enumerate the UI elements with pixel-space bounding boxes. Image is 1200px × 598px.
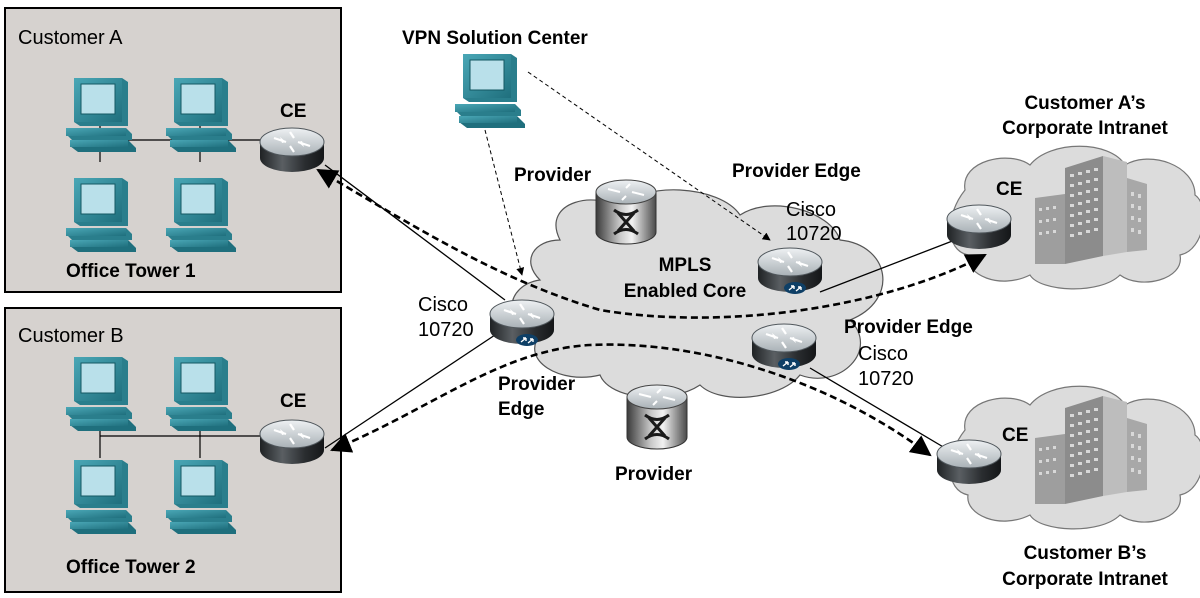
- pc-icon: [165, 356, 237, 432]
- pe-bottom-model-line2: 10720: [858, 368, 914, 390]
- customer-a-site-label: Office Tower 1: [66, 261, 196, 282]
- customer-a-ce-router-icon: [258, 126, 326, 174]
- customer-a-title: Customer A: [18, 27, 123, 49]
- intranet-b-title-line1: Customer B’s: [1023, 543, 1147, 564]
- pc-icon: [65, 459, 137, 535]
- intranet-a-ce-label: CE: [996, 179, 1023, 200]
- vpn-paths: [316, 168, 987, 457]
- pe-top-model-line2: 10720: [786, 223, 842, 245]
- pe-left-router-icon: [488, 298, 556, 347]
- customer-b-ce-label: CE: [280, 391, 307, 412]
- vpn-solution-center-label: VPN Solution Center: [402, 28, 588, 49]
- provider-bottom-label: Provider: [615, 464, 693, 485]
- provider-switch-icon: [594, 178, 658, 246]
- pc-icon: [65, 77, 137, 153]
- intranet-a-ce-router-icon: [945, 203, 1013, 251]
- intranet-a-title-line1: Customer A’s: [1024, 93, 1146, 114]
- pc-icon: [165, 77, 237, 153]
- intranet-b-ce-router-icon: [935, 438, 1003, 486]
- mpls-core-line2: Enabled Core: [623, 281, 747, 302]
- intranet-b-ce-label: CE: [1002, 425, 1029, 446]
- pe-left-label-line2: Edge: [498, 399, 545, 420]
- pc-icon: [65, 177, 137, 253]
- pc-icon: [165, 177, 237, 253]
- intranet-a-title-line2: Corporate Intranet: [1002, 118, 1168, 139]
- customer-a-ce-label: CE: [280, 101, 307, 122]
- mpls-core-line1: MPLS: [658, 255, 712, 276]
- pe-bottom-router-icon: [750, 322, 818, 371]
- pe-top-router-icon: [756, 246, 824, 295]
- pe-bottom-title: Provider Edge: [844, 317, 973, 338]
- customer-b-site-label: Office Tower 2: [66, 557, 196, 578]
- intranet-b-title-line2: Corporate Intranet: [1002, 569, 1168, 590]
- pe-bottom-model-line1: Cisco: [858, 343, 909, 365]
- provider-switch-icon: [625, 383, 689, 451]
- customer-b-ce-router-icon: [258, 418, 326, 466]
- pe-top-title: Provider Edge: [732, 161, 861, 182]
- pe-left-model-line1: Cisco: [418, 294, 469, 316]
- pe-left-model-line2: 10720: [418, 319, 474, 341]
- provider-top-label: Provider: [514, 165, 592, 186]
- pe-left-label-line1: Provider: [498, 374, 576, 395]
- pe-top-model-line1: Cisco: [786, 199, 837, 221]
- pc-icon: [165, 459, 237, 535]
- pc-icon: [65, 356, 137, 432]
- vpn-solution-center-pc-icon: [454, 53, 526, 129]
- customer-b-title: Customer B: [18, 325, 124, 347]
